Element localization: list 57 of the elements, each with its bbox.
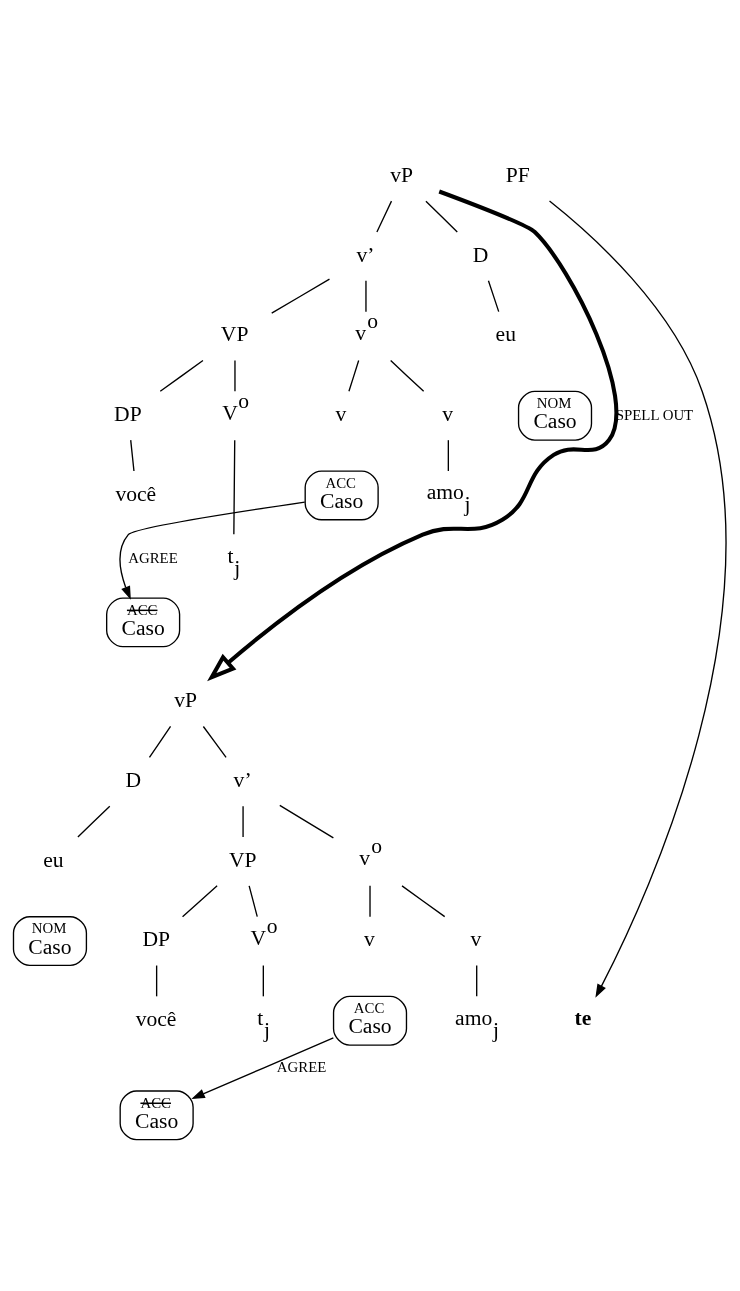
connector [242, 805, 244, 838]
edge-label: AGREE [128, 549, 178, 566]
connector [148, 725, 172, 758]
connector [155, 964, 158, 997]
connector [279, 804, 335, 838]
connector [401, 884, 446, 917]
node-text: v’ [233, 767, 252, 792]
edge-label: AGREE [276, 1058, 327, 1075]
node-box: ACC Caso [119, 1089, 194, 1140]
node-text: DP [114, 401, 142, 426]
arrow [119, 500, 306, 600]
node-box: NOM Caso [12, 915, 88, 966]
edge-label: SPELL OUT [615, 406, 694, 423]
node-box: ACC Caso [332, 995, 408, 1046]
node-text: eu [495, 321, 516, 346]
node-text: eu [43, 847, 64, 872]
node-text: v’ [356, 242, 375, 267]
connector [233, 439, 236, 535]
node-text: PF [505, 162, 530, 187]
connector [365, 279, 367, 312]
connector [234, 359, 236, 392]
connector [376, 199, 393, 233]
node-text: DP [142, 926, 171, 951]
connector [262, 964, 264, 997]
connector [425, 199, 458, 233]
connector [390, 359, 425, 392]
node-text: te [574, 1005, 592, 1030]
node-text: v [442, 401, 454, 426]
arrow [548, 199, 727, 998]
node-text: vP [390, 162, 414, 187]
node-text: você [135, 1006, 177, 1031]
connector [447, 439, 449, 472]
node-text: D [125, 767, 142, 792]
node-text: v [363, 926, 375, 951]
connector [271, 278, 331, 314]
connector [77, 805, 111, 838]
node-box: ACC Caso [106, 596, 181, 647]
connector [130, 439, 135, 472]
node-text: v [470, 926, 482, 951]
connector [181, 884, 218, 917]
connector [348, 359, 360, 392]
node-text: vP [174, 687, 198, 712]
node-text: VP [220, 321, 249, 346]
node-text: você [115, 481, 157, 506]
connector [476, 964, 478, 997]
node-box: NOM Caso [517, 390, 593, 441]
connector [202, 725, 227, 758]
node-text: v [335, 401, 347, 426]
connector [369, 884, 371, 917]
arrow [191, 1036, 334, 1099]
arrow [207, 189, 619, 681]
connector [487, 279, 500, 312]
connector [159, 359, 204, 392]
connector [248, 884, 258, 917]
node-text: VP [228, 847, 257, 872]
node-box: ACC Caso [304, 469, 379, 520]
node-text: D [472, 242, 489, 267]
